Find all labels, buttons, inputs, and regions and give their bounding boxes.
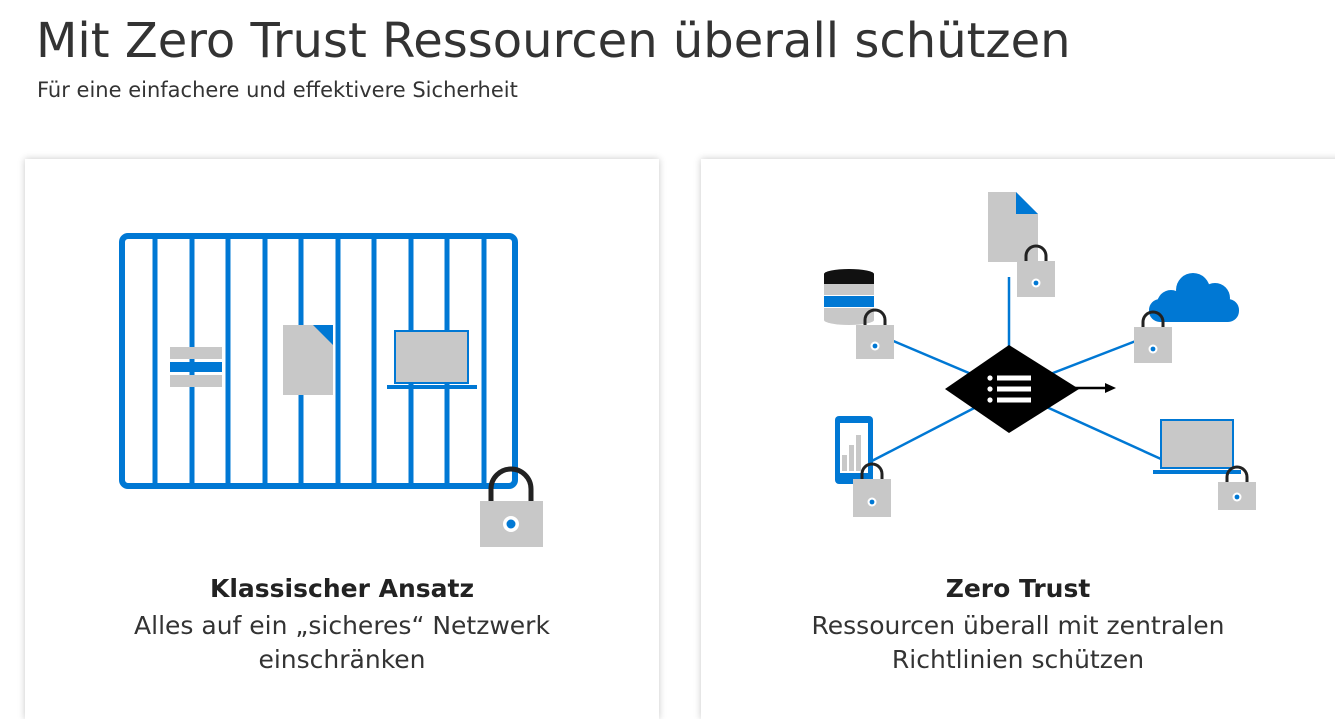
document-icon <box>988 192 1038 262</box>
card-description: Ressourcen überall mit zentralen Richtli… <box>701 609 1335 677</box>
card-description-line: Ressourcen überall mit zentralen <box>811 611 1225 640</box>
zero-trust-illustration <box>824 192 1256 517</box>
card-description-line: Alles auf ein „sicheres“ Netzwerk <box>134 611 550 640</box>
padlock-icon <box>1134 310 1172 363</box>
card-title: Klassischer Ansatz <box>209 574 475 603</box>
padlock-icon <box>1218 465 1256 510</box>
policy-hub-icon <box>945 345 1079 433</box>
laptop-icon <box>387 330 477 389</box>
card-description: Alles auf ein „sicheres“ Netzwerk einsch… <box>25 609 659 677</box>
card-classic-approach: Klassischer Ansatz Alles auf ein „sicher… <box>25 159 659 719</box>
padlock-icon <box>1017 244 1055 297</box>
arrow-icon <box>1071 383 1116 393</box>
card-zero-trust: Zero Trust Ressourcen überall mit zentra… <box>701 159 1335 719</box>
card-title: Zero Trust <box>945 574 1091 603</box>
document-icon <box>283 325 333 395</box>
database-icon <box>824 269 874 325</box>
database-icon <box>170 347 222 387</box>
phone-icon <box>835 416 873 484</box>
page-title: Mit Zero Trust Ressourcen überall schütz… <box>36 13 1071 69</box>
classic-illustration <box>119 233 543 547</box>
laptop-icon <box>1153 419 1241 474</box>
padlock-icon <box>856 308 894 359</box>
padlock-icon <box>853 462 891 517</box>
page-subtitle: Für eine einfachere und effektivere Sich… <box>37 78 518 102</box>
cloud-icon <box>1149 273 1239 322</box>
card-description-line: Richtlinien schützen <box>891 645 1145 674</box>
padlock-icon <box>480 466 543 547</box>
card-description-line: einschränken <box>258 645 426 674</box>
